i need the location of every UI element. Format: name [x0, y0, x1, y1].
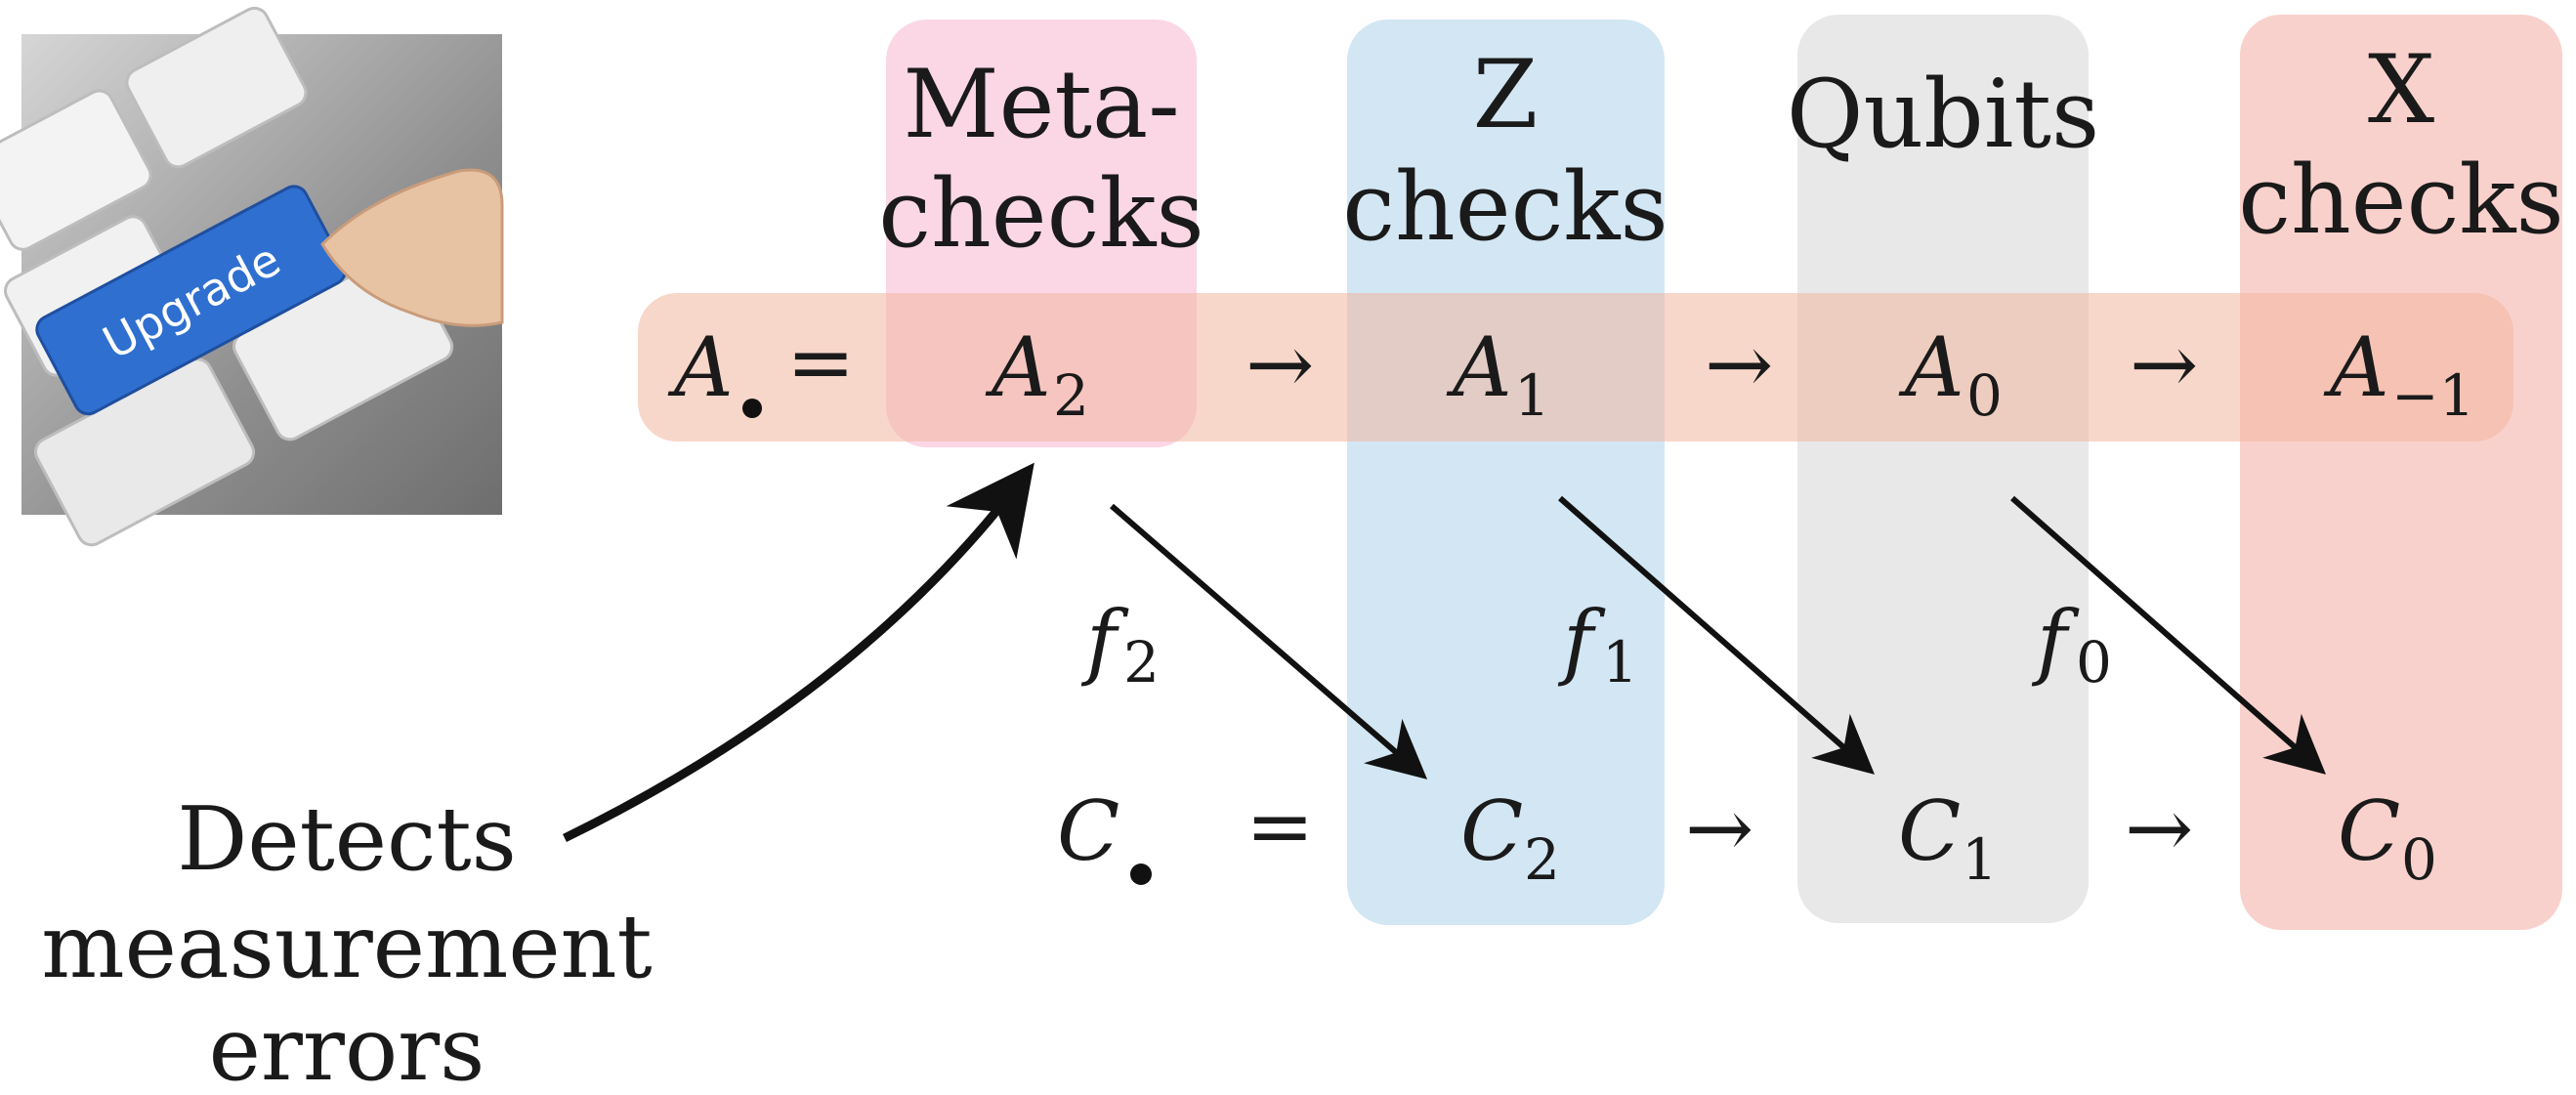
term-a0-base: A: [1898, 319, 1964, 415]
zchecks-header-line2: checks: [1342, 152, 1668, 262]
term-c2-sub: 2: [1524, 826, 1560, 893]
xchecks-header-line2: checks: [2238, 146, 2564, 255]
arrow-c2-c1: →: [1685, 780, 1753, 876]
upgrade-key: [35, 185, 347, 416]
map-f0-arrow: [2010, 495, 2327, 775]
term-c0-base: C: [2338, 783, 2400, 879]
term-a0-sub: 0: [1966, 362, 2003, 429]
term-a1-base: A: [1446, 319, 1512, 415]
keyboard-upgrade-photo: Upgrade: [0, 6, 504, 547]
annotation-line3: errors: [209, 998, 486, 1095]
term-c1-base: C: [1898, 783, 1961, 879]
chain-c-equals: =: [1246, 779, 1314, 874]
chain-a-symbol: A: [667, 319, 734, 415]
chain-a-equals: =: [786, 315, 855, 410]
qubits-column: [1797, 15, 2089, 923]
term-c0-sub: 0: [2401, 826, 2437, 893]
map-f1-sub: 1: [1602, 629, 1638, 695]
metachecks-header-line2: checks: [878, 159, 1204, 269]
chain-c-symbol: C: [1057, 783, 1119, 879]
annotation-line2: measurement: [41, 896, 652, 998]
annotation-line1: Detects: [177, 788, 517, 891]
term-a1-sub: 1: [1514, 362, 1550, 429]
arrow-a1-a0: →: [1705, 316, 1773, 412]
map-f2-sub: 2: [1123, 629, 1160, 695]
term-am1-base: A: [2323, 319, 2389, 415]
term-am1-sub: −1: [2391, 362, 2475, 429]
arrow-a0-am1: →: [2130, 316, 2198, 412]
chain-a-band: [638, 293, 2513, 442]
qubits-header: Qubits: [1787, 60, 2100, 169]
map-f1-arrow: [1558, 495, 1876, 775]
metachecks-header-line1: Meta-: [903, 50, 1179, 159]
map-f2-arrow: [1110, 503, 1428, 779]
term-c2-base: C: [1460, 783, 1523, 879]
annotation-arrow: [563, 462, 1035, 843]
term-c1-sub: 1: [1962, 826, 1998, 893]
term-a2-base: A: [985, 319, 1051, 415]
xchecks-header-line1: X: [2368, 35, 2434, 145]
term-a2-sub: 2: [1053, 362, 1089, 429]
zchecks-header-line1: Z: [1473, 40, 1539, 149]
arrow-a2-a1: →: [1246, 316, 1314, 412]
chain-a-dot: [742, 399, 762, 418]
finger-icon: [320, 168, 504, 327]
map-f2-base: f: [1080, 593, 1129, 689]
arrow-c1-c0: →: [2125, 780, 2193, 876]
xchecks-column: [2240, 15, 2562, 930]
chain-c-dot: [1130, 863, 1152, 885]
map-f0-sub: 0: [2076, 629, 2112, 695]
zchecks-column: [1347, 20, 1665, 925]
